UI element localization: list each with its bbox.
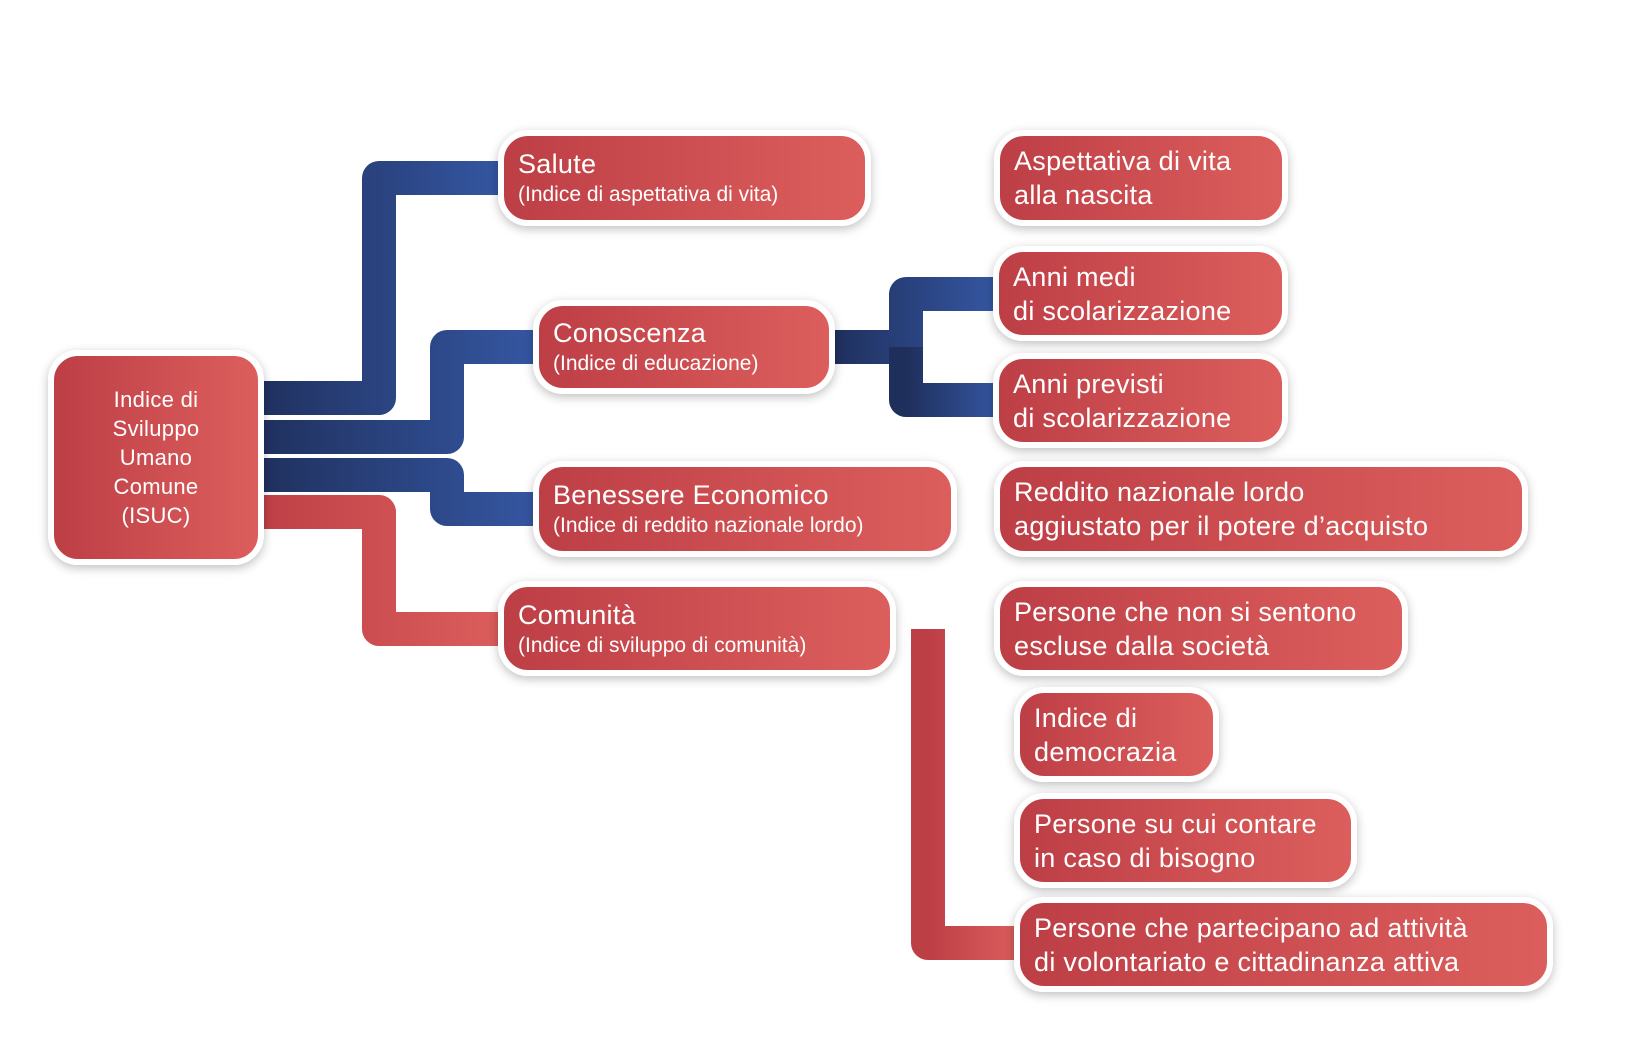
- dimension-benessere: Benessere Economico (Indice di reddito n…: [533, 461, 957, 557]
- indicator-anni-previsti: Anni previsti di scolarizzazione: [993, 353, 1288, 448]
- root-line: Comune: [113, 474, 199, 499]
- indicator-line: Anni previsti: [1013, 368, 1164, 399]
- link-root-comunita: [250, 495, 505, 646]
- indicator-line: democrazia: [1034, 736, 1177, 767]
- link-comunita-trunk: [911, 629, 1020, 960]
- dimension-subtitle: (Indice di educazione): [553, 352, 759, 375]
- dimension-title: Salute: [518, 149, 597, 179]
- indicator-line: escluse dalla società: [1014, 630, 1270, 661]
- indicator-line: di volontariato e cittadinanza attiva: [1034, 946, 1460, 977]
- indicator-line: aggiustato per il potere d’acquisto: [1014, 511, 1429, 541]
- link-root-benessere: [250, 458, 540, 526]
- dimension-subtitle: (Indice di aspettativa di vita): [518, 183, 779, 206]
- dimension-title: Conoscenza: [553, 318, 707, 348]
- root-node: Indice di Sviluppo Umano Comune (ISUC): [48, 350, 264, 565]
- indicator-reddito: Reddito nazionale lordo aggiustato per i…: [994, 461, 1528, 557]
- link-root-conoscenza: [250, 330, 540, 454]
- dimension-salute: Salute (Indice di aspettativa di vita): [498, 130, 871, 226]
- indicator-line: Anni medi: [1013, 261, 1136, 292]
- indicator-line: Persone che non si sentono: [1014, 596, 1357, 627]
- dimension-subtitle: (Indice di reddito nazionale lordo): [553, 514, 864, 537]
- root-line: Sviluppo: [112, 416, 200, 441]
- indicator-line: Reddito nazionale lordo: [1014, 477, 1305, 507]
- dimension-title: Benessere Economico: [553, 480, 829, 510]
- dimension-conoscenza: Conoscenza (Indice di educazione): [533, 300, 835, 394]
- indicator-volontariato: Persone che partecipano ad attività di v…: [1014, 897, 1553, 992]
- indicator-esclusione: Persone che non si sentono escluse dalla…: [994, 581, 1408, 676]
- indicator-anni-medi: Anni medi di scolarizzazione: [993, 246, 1288, 341]
- dimension-subtitle: (Indice di sviluppo di comunità): [518, 633, 807, 657]
- indicator-line: di scolarizzazione: [1013, 295, 1232, 326]
- indicator-line: di scolarizzazione: [1013, 402, 1232, 433]
- link-conoscenza-anni-previsti: [889, 347, 1000, 417]
- dimension-title: Comunità: [518, 599, 636, 630]
- indicator-line: Persone che partecipano ad attività: [1034, 912, 1468, 943]
- indicator-line: Persone su cui contare: [1034, 808, 1317, 839]
- indicator-aspettativa: Aspettativa di vita alla nascita: [994, 130, 1288, 226]
- indicator-line: in caso di bisogno: [1034, 842, 1256, 873]
- link-root-salute: [250, 161, 505, 415]
- root-line: (ISUC): [121, 503, 191, 528]
- link-conoscenza-anni-medi: [830, 277, 1000, 364]
- indicator-line: Aspettativa di vita: [1014, 146, 1232, 176]
- root-line: Umano: [119, 445, 193, 470]
- dimension-comunita: Comunità (Indice di sviluppo di comunità…: [498, 581, 896, 676]
- indicator-line: Indice di: [1034, 702, 1138, 733]
- indicator-democrazia: Indice di democrazia: [1014, 687, 1219, 782]
- indicator-line: alla nascita: [1014, 180, 1153, 210]
- indicator-supporto: Persone su cui contare in caso di bisogn…: [1014, 793, 1357, 888]
- root-line: Indice di: [113, 387, 199, 412]
